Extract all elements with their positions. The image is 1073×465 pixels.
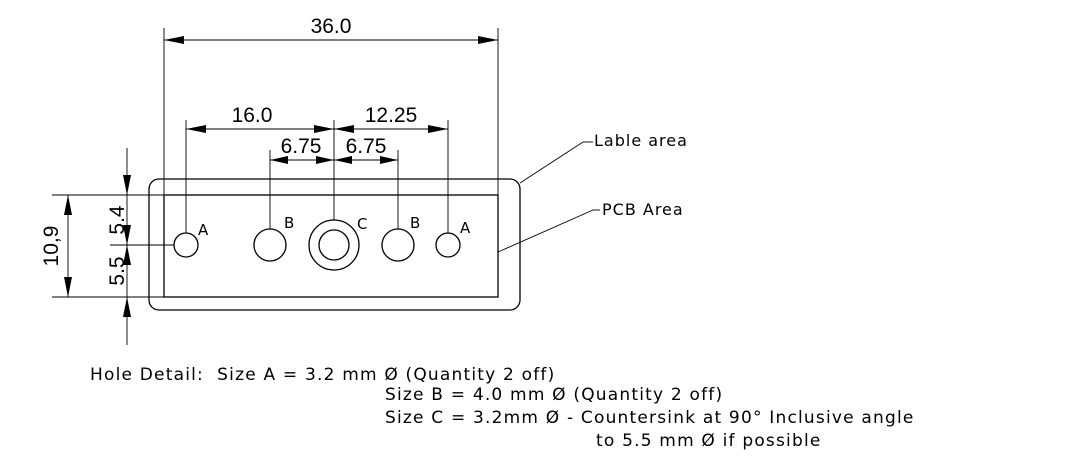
- hole-c-inner: [318, 229, 350, 261]
- hole-detail-line-2: Size B = 4.0 mm Ø (Quantity 2 off): [385, 385, 723, 405]
- arrowhead: [123, 245, 131, 265]
- hole-detail-line-1: Hole Detail: Size A = 3.2 mm Ø (Quantity…: [90, 365, 555, 385]
- arrowhead: [186, 125, 206, 133]
- hole-c-outer: [308, 219, 360, 271]
- hole-b-left: [253, 228, 287, 262]
- hole-label-b-right: B: [410, 214, 420, 232]
- arrowhead: [164, 36, 184, 44]
- dim-overall-width: 36.0: [311, 15, 352, 38]
- label-area-outline: [148, 178, 521, 311]
- label-area-callout: Lable area: [594, 131, 688, 150]
- hole-a-left: [173, 232, 199, 258]
- dim-c-to-b-right: 6.75: [346, 135, 387, 158]
- hole-a-right: [435, 232, 461, 258]
- arrowhead: [123, 175, 131, 195]
- dim-a-to-c: 16.0: [232, 104, 273, 127]
- dim-upper: 5.4: [106, 205, 129, 235]
- dim-b-to-c-left: 6.75: [281, 135, 322, 158]
- pcb-area-outline: [163, 194, 499, 298]
- hole-b-right: [381, 228, 415, 262]
- arrowhead: [334, 125, 354, 133]
- arrowhead: [428, 125, 448, 133]
- arrowhead: [380, 156, 398, 164]
- arrowhead: [316, 156, 334, 164]
- hole-label-a-right: A: [460, 219, 471, 237]
- arrowhead: [478, 36, 498, 44]
- dim-lower: 5.5: [106, 256, 129, 285]
- hole-label-c: C: [357, 215, 367, 233]
- pcb-area-leader: [497, 209, 594, 253]
- arrowhead: [334, 156, 352, 164]
- arrowhead: [270, 156, 288, 164]
- hole-label-a-left: A: [198, 221, 209, 239]
- label-area-leader: [519, 141, 584, 184]
- dim-c-to-a: 12.25: [365, 104, 418, 127]
- pcb-area-callout: PCB Area: [602, 200, 684, 219]
- dim-height: 10,9: [40, 226, 63, 267]
- hole-detail-line-4: to 5.5 mm Ø if possible: [596, 431, 822, 451]
- arrowhead: [123, 297, 131, 317]
- hole-label-b-left: B: [284, 214, 294, 232]
- arrowhead: [314, 125, 334, 133]
- arrowhead: [64, 195, 72, 215]
- arrowhead: [64, 277, 72, 297]
- hole-detail-line-3: Size C = 3.2mm Ø - Countersink at 90° In…: [385, 408, 915, 428]
- arrowhead: [123, 225, 131, 245]
